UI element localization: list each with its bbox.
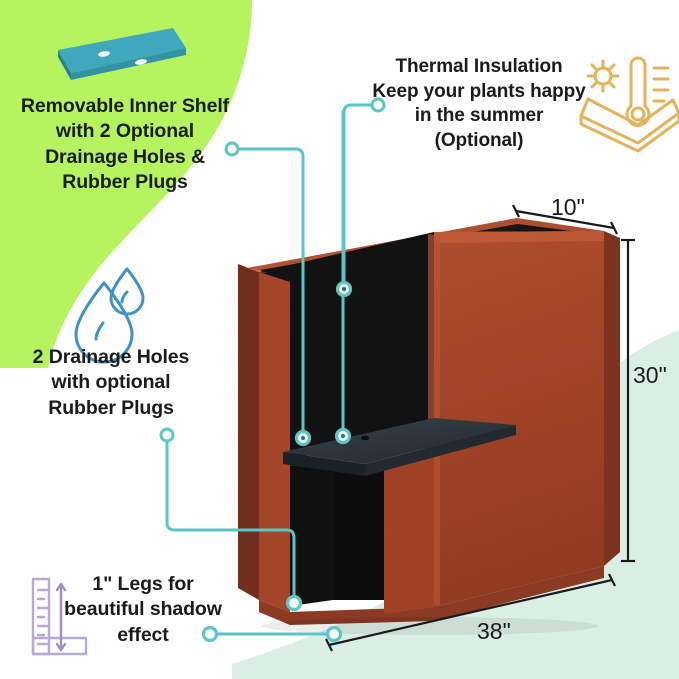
dimension-label-width: 38"	[477, 618, 511, 644]
dim-38-tick-right	[608, 573, 616, 587]
dimension-label-depth: 10"	[551, 194, 585, 220]
dim-10-tick-right	[610, 221, 618, 235]
planter-front-left-strip	[259, 272, 290, 612]
thermal-slab	[579, 97, 679, 145]
thermal-insulation-icon	[579, 56, 679, 153]
thermal-slab-bottom	[579, 111, 679, 153]
connector-lines	[165, 103, 375, 636]
shelf-icon-hole-2	[135, 59, 147, 65]
shelf-plate-icon	[58, 28, 186, 80]
endpoint-legs-lower-target	[325, 625, 343, 643]
planter-lower-front	[384, 452, 434, 614]
dim-10-tick-left	[512, 204, 520, 218]
inner-shelf-right-edge	[365, 425, 516, 476]
endpoint-drainage-target-core	[340, 433, 346, 439]
inner-shelf-top	[283, 418, 516, 464]
ruler-arrow-up	[55, 582, 67, 592]
planter-left-wall	[238, 264, 259, 600]
sun-core	[593, 66, 613, 86]
drop-large	[74, 281, 134, 364]
inner-shelf	[283, 418, 516, 476]
shelf-icon-hole-1	[98, 51, 110, 57]
callout-drainage-holes: 2 Drainage Holes with optional Rubber Pl…	[32, 346, 190, 419]
endpoint-thermal-label	[370, 97, 386, 113]
thermometer-body	[625, 56, 651, 127]
dim-38-tick-left	[325, 638, 333, 652]
connector-legs-upper	[165, 439, 296, 599]
dim-10-line	[515, 209, 615, 230]
dimension-label-height: 30"	[633, 362, 667, 388]
planter-shadow	[262, 617, 598, 635]
callout-thermal-insulation: Thermal Insulation Keep your plants happ…	[372, 56, 586, 152]
connector-endpoints	[159, 97, 386, 643]
planter-base-lip	[259, 566, 604, 625]
endpoint-shelf-label	[224, 141, 240, 157]
thermometer-bulb	[630, 106, 646, 122]
connector-thermal	[342, 103, 375, 285]
planter-front-face	[434, 231, 604, 607]
planter-body	[238, 218, 620, 635]
dimension-lines	[325, 204, 635, 652]
ruler-horizontal	[31, 636, 88, 656]
planter-leg-gap	[290, 465, 333, 606]
endpoint-legs-upper-target	[285, 594, 303, 612]
sun-rays	[586, 59, 620, 93]
endpoint-legs-upper-label	[159, 427, 175, 443]
water-drop-icon	[74, 267, 145, 364]
ruler-icon	[31, 577, 88, 656]
planter-leg-gap-right	[333, 462, 384, 600]
dim-38-line	[328, 578, 613, 647]
drop-small-shine	[120, 290, 129, 304]
thermometer-scale	[652, 66, 670, 103]
drop-small	[109, 267, 145, 316]
callout-removable-inner-shelf: Removable Inner Shelf with 2 Optional Dr…	[20, 95, 230, 194]
ruler-ticks	[36, 588, 51, 646]
planter-front-top-edge	[434, 231, 604, 243]
ruler-arrow-down	[55, 642, 67, 652]
endpoint-legs-lower-label	[201, 625, 219, 643]
endpoint-thermal-target-core	[341, 286, 347, 292]
endpoint-shelf-target-core	[300, 435, 306, 441]
drop-large-shine	[94, 321, 105, 341]
shelf-drain-hole	[361, 435, 369, 441]
connector-shelf	[236, 147, 305, 434]
callout-legs: 1" Legs for beautiful shadow effect	[64, 573, 222, 646]
planter-right-side	[604, 231, 620, 566]
inner-shelf-front-edge	[283, 452, 365, 476]
